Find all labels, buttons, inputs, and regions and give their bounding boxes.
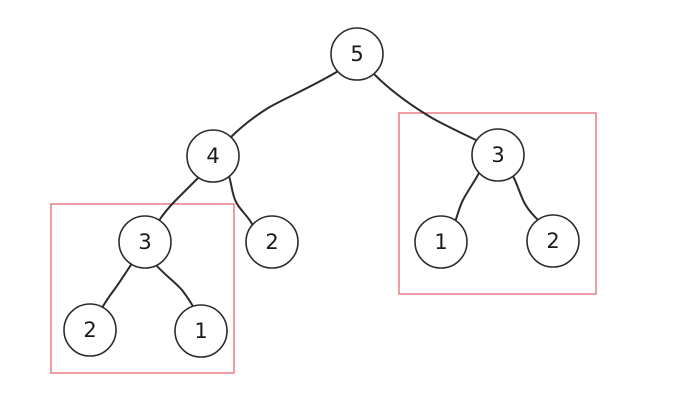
tree-node-left-left-right: 1 (174, 304, 228, 358)
edge-4-to-3 (157, 175, 201, 223)
tree-node-left-left: 3 (118, 215, 172, 269)
tree-node-left: 4 (186, 129, 240, 183)
highlight-box-left-subtree (50, 203, 235, 374)
edge-3-to-2-right (512, 175, 541, 223)
node-label: 1 (434, 230, 447, 254)
edge-5-to-3 (374, 74, 481, 143)
tree-node-left-left-left: 2 (63, 303, 117, 357)
tree-node-right: 3 (471, 128, 525, 182)
node-label: 2 (265, 230, 278, 254)
tree-node-left-right: 2 (245, 215, 299, 269)
node-label: 1 (194, 319, 207, 343)
node-label: 2 (546, 229, 559, 253)
edge-4-to-2 (228, 175, 253, 225)
tree-node-root: 5 (330, 27, 384, 81)
edge-3-to-1 (155, 264, 196, 311)
node-label: 3 (491, 143, 504, 167)
node-label: 4 (206, 144, 219, 168)
edge-3-to-2 (100, 261, 134, 311)
node-label: 5 (350, 42, 363, 66)
edge-3-to-1-right (454, 172, 480, 223)
highlight-box-right-subtree (398, 112, 597, 295)
tree-node-right-left: 1 (414, 215, 468, 269)
tree-node-right-right: 2 (526, 214, 580, 268)
node-label: 3 (138, 230, 151, 254)
node-label: 2 (83, 318, 96, 342)
edge-5-to-4 (229, 69, 341, 139)
